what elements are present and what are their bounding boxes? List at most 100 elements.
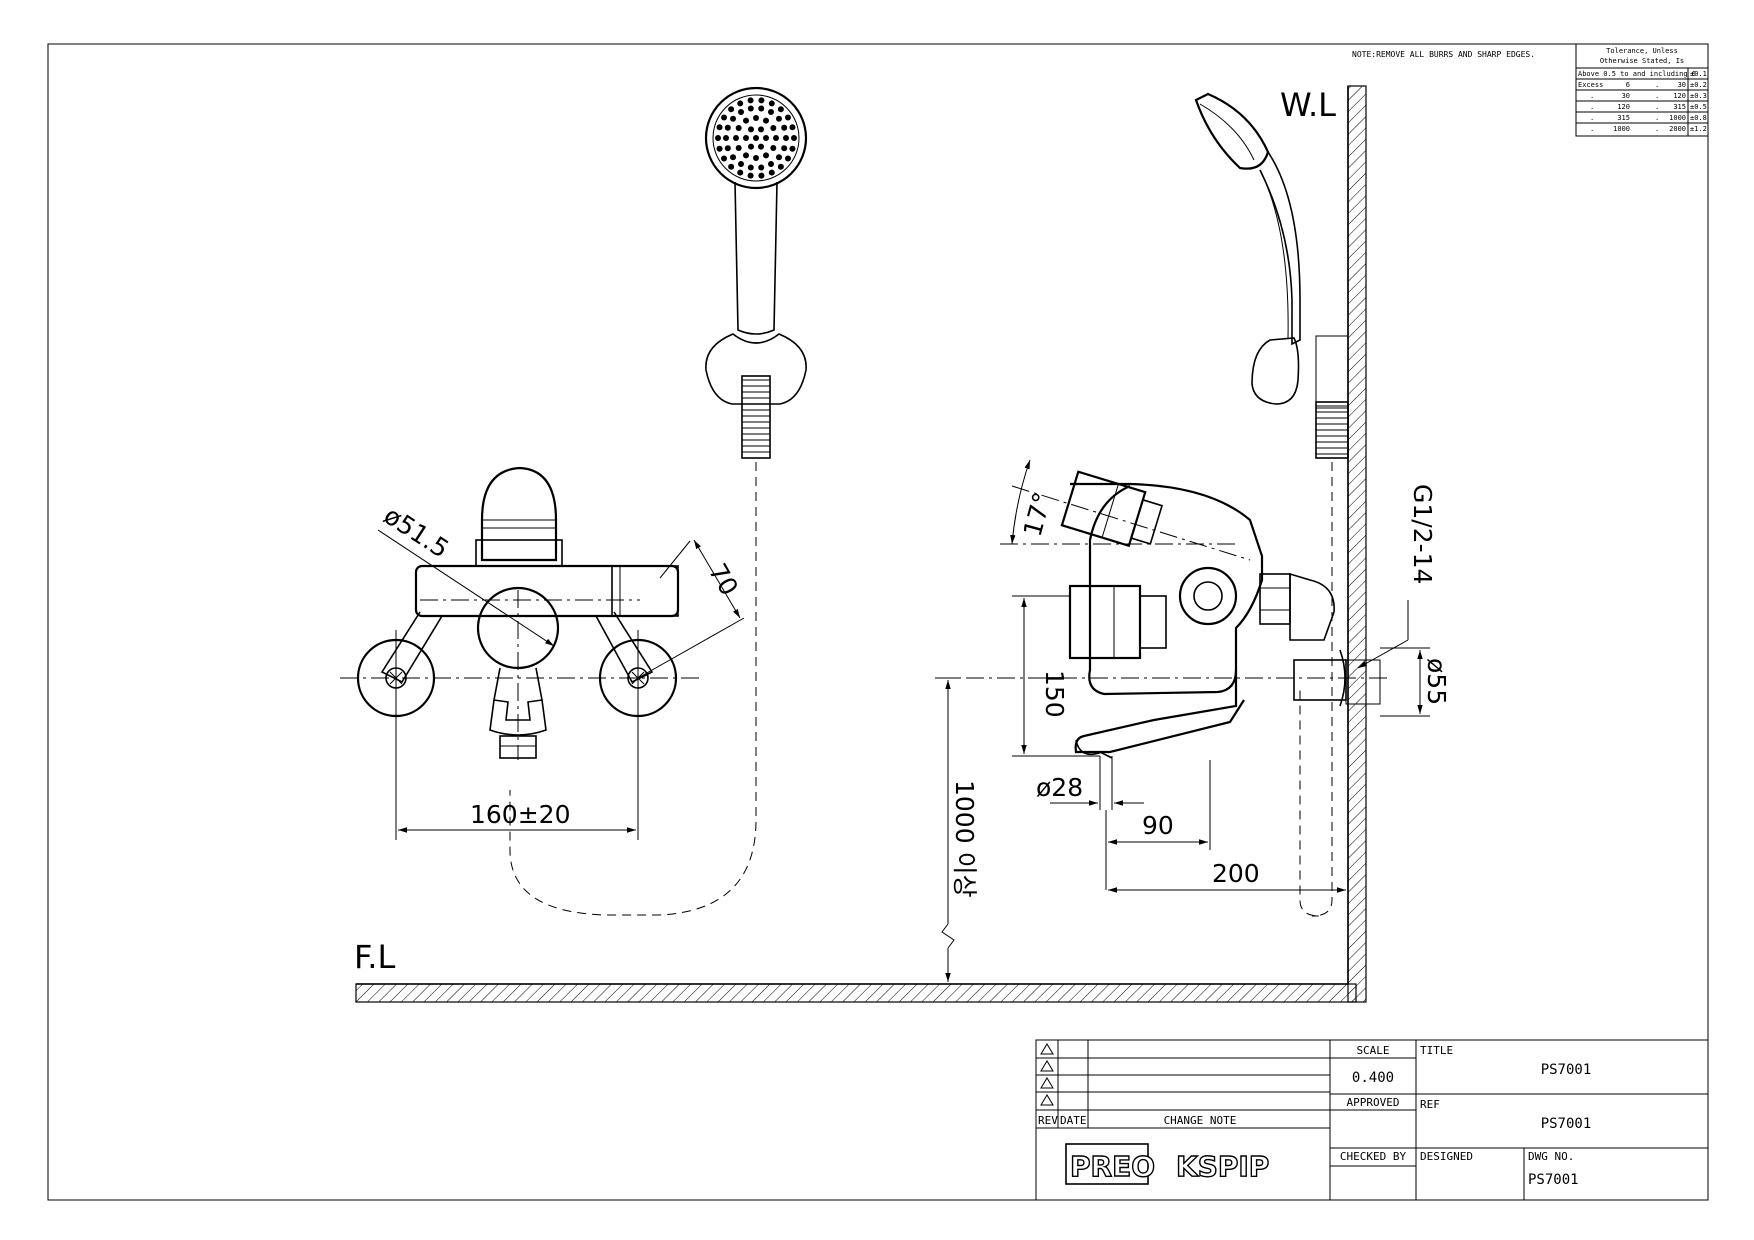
shower-hole: [747, 105, 754, 112]
shower-hole: [784, 155, 791, 162]
date-label: DATE: [1060, 1114, 1087, 1127]
tolerance-row-label: Excess: [1578, 81, 1603, 89]
shower-hole: [735, 145, 742, 151]
dwg-no-value: PS7001: [1528, 1172, 1579, 1188]
shower-hole: [763, 152, 769, 159]
tolerance-row-marker: .: [1655, 92, 1659, 100]
shower-hole: [758, 97, 765, 104]
shower-hole: [768, 169, 775, 176]
dim-install-height: 1000 이상: [950, 780, 979, 898]
shower-hole: [770, 145, 777, 151]
shower-hole: [784, 114, 791, 121]
shower-hole: [730, 115, 737, 122]
mixer-body-side: [935, 470, 1390, 759]
shower-hole: [758, 172, 765, 179]
tolerance-row-value: ±0.8: [1690, 114, 1707, 122]
title-value: PS7001: [1541, 1062, 1592, 1078]
shower-hole: [768, 160, 774, 167]
scale-label: SCALE: [1356, 1044, 1389, 1057]
shower-hole: [716, 124, 723, 131]
tolerance-row-value: ±0.1: [1690, 70, 1707, 78]
shower-hole: [775, 154, 782, 161]
dim-thread: G1/2-14: [1408, 484, 1437, 584]
kspip-logo: KSPIP: [1176, 1150, 1269, 1183]
tolerance-row-value: ±0.2: [1690, 81, 1707, 89]
shower-hole: [730, 154, 737, 161]
shower-hole: [724, 145, 731, 152]
shower-hole: [763, 135, 769, 141]
shower-hole: [723, 135, 729, 141]
hand-shower-side: [1194, 92, 1349, 917]
tolerance-row-from: 6: [1626, 81, 1630, 89]
tolerance-row-marker: .: [1655, 114, 1659, 122]
shower-hole: [747, 97, 754, 104]
ref-label: REF: [1420, 1098, 1440, 1111]
tolerance-row-value: ±0.5: [1690, 103, 1707, 111]
wall-level-label: W.L: [1280, 86, 1336, 124]
shower-hole: [789, 145, 796, 152]
shower-hole: [789, 124, 796, 131]
shower-hole: [781, 124, 788, 131]
dwg-no-label: DWG NO.: [1528, 1150, 1574, 1163]
shower-hole: [763, 117, 769, 124]
shower-hole: [753, 155, 759, 161]
shower-hole: [737, 100, 744, 107]
tolerance-row-to: 1000: [1669, 114, 1686, 122]
tolerance-row-marker: .: [1655, 103, 1659, 111]
shower-hole: [768, 109, 774, 116]
shower-hole: [758, 143, 764, 150]
shower-hole: [758, 164, 765, 171]
dim-height-150: 150: [1040, 670, 1069, 718]
shower-hole: [733, 135, 739, 141]
revision-triangle-icon: [1040, 1094, 1054, 1106]
shower-hole: [743, 152, 749, 159]
tolerance-row-value: ±0.3: [1690, 92, 1707, 100]
dim-flange-diameter: ø55: [1422, 658, 1451, 705]
checked-by-label: CHECKED BY: [1340, 1150, 1407, 1163]
dim-angle: 17°: [1018, 489, 1057, 539]
shower-hole: [737, 169, 744, 176]
shower-hole: [753, 115, 759, 121]
scale-value: 0.400: [1352, 1070, 1394, 1086]
shower-hole: [748, 143, 754, 150]
dim-reach-200: 200: [1212, 859, 1260, 888]
change-note-label: CHANGE NOTE: [1164, 1114, 1237, 1127]
shower-hole: [715, 135, 721, 141]
shower-hole: [791, 135, 797, 141]
front-view: 160±20 ø51.5 70: [340, 86, 808, 916]
shower-hole: [768, 100, 775, 107]
ref-value: PS7001: [1541, 1116, 1592, 1132]
shower-hole: [743, 135, 749, 141]
note-text: NOTE:REMOVE ALL BURRS AND SHARP EDGES.: [1352, 50, 1535, 59]
revision-triangle-icon: [1040, 1077, 1054, 1089]
tolerance-header-1: Tolerance, Unless: [1606, 47, 1678, 55]
tolerance-row-to: 30: [1678, 81, 1686, 89]
dim-body-diameter: ø51.5: [379, 501, 454, 564]
tolerance-header-2: Otherwise Stated, Is: [1600, 57, 1684, 65]
tolerance-row-label: Above 0.5 to and including 6: [1578, 70, 1696, 78]
shower-hole: [753, 135, 759, 141]
tolerance-row-to: 2000: [1669, 125, 1686, 133]
title-label: TITLE: [1420, 1044, 1453, 1057]
shower-hole: [777, 163, 784, 170]
tolerance-row-to: 120: [1673, 92, 1686, 100]
tolerance-row-marker: .: [1655, 81, 1659, 89]
shower-hole: [721, 114, 728, 121]
tolerance-table: Tolerance, Unless Otherwise Stated, Is A…: [1575, 43, 1709, 137]
tolerance-row-to: 315: [1673, 103, 1686, 111]
shower-hole: [728, 106, 735, 113]
shower-hole: [743, 117, 749, 124]
shower-hole: [721, 155, 728, 162]
floor-wall: [355, 85, 1367, 1003]
tolerance-row-from: 120: [1617, 103, 1630, 111]
tolerance-row-from: 315: [1617, 114, 1630, 122]
shower-hole: [738, 109, 744, 116]
tolerance-row-value: ±1.2: [1690, 125, 1707, 133]
shower-hole: [777, 106, 784, 113]
shower-hole: [775, 115, 782, 122]
shower-hole: [748, 126, 754, 133]
shower-hole: [758, 105, 765, 112]
tolerance-row-marker: .: [1590, 103, 1594, 111]
tolerance-row-from: 1000: [1613, 125, 1630, 133]
